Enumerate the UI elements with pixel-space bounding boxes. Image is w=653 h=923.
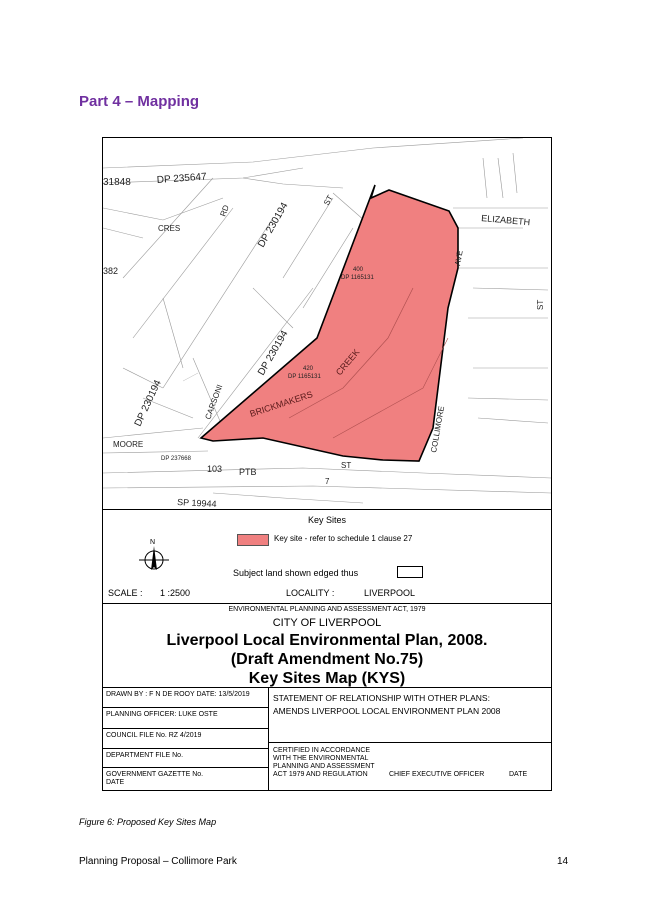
lot-7-label: 7 xyxy=(325,477,330,486)
elizabeth-label: ELIZABETH xyxy=(481,213,531,227)
certified-line-4: ACT 1979 AND REGULATION xyxy=(273,771,368,778)
locality-value: LIVERPOOL xyxy=(364,588,416,598)
key-site-area xyxy=(199,184,459,462)
key-title: Key Sites xyxy=(307,515,347,525)
dp1165131-label-a: DP 1165131 xyxy=(341,275,374,281)
dp1165131-label-b: DP 1165131 xyxy=(288,374,321,380)
map-drawing: 31848 DP 235647 382 CRES RD DP 230194 DP… xyxy=(103,138,551,509)
statement-line-1: STATEMENT OF RELATIONSHIP WITH OTHER PLA… xyxy=(273,693,490,703)
certification-block: CERTIFIED IN ACCORDANCE WITH THE ENVIRON… xyxy=(273,747,375,779)
drawn-by-cell: DRAWN BY : F N DE ROOY DATE: 13/5/2019 xyxy=(103,688,268,708)
subject-land-label: Subject land shown edged thus xyxy=(233,568,359,578)
ptb-label: PTB xyxy=(239,467,257,477)
gazette-line-1: GOVERNMENT GAZETTE No. xyxy=(106,771,204,778)
plan-title: Liverpool Local Environmental Plan, 2008… xyxy=(166,632,488,649)
row-divider xyxy=(268,742,551,743)
key-site-swatch-label: Key site - refer to schedule 1 clause 27 xyxy=(274,534,413,543)
dp230194-label-a: DP 230194 xyxy=(256,200,291,249)
certified-line-3: PLANNING AND ASSESSMENT xyxy=(273,763,375,770)
section-heading: Part 4 – Mapping xyxy=(79,93,200,110)
key-site-swatch xyxy=(237,534,269,546)
lot-400-label: 400 xyxy=(353,267,364,273)
certified-line-1: CERTIFIED IN ACCORDANCE xyxy=(273,747,371,754)
details-table: DRAWN BY : F N DE ROOY DATE: 13/5/2019 P… xyxy=(103,687,551,791)
lot-103-label: 103 xyxy=(207,464,222,474)
dp230194-label-c: DP 230194 xyxy=(133,378,164,428)
subject-land-symbol xyxy=(397,566,423,578)
map-name: Key Sites Map (KYS) xyxy=(248,670,406,687)
street-label-st-3: ST xyxy=(341,461,351,470)
cadastral-map: 31848 DP 235647 382 CRES RD DP 230194 DP… xyxy=(103,138,551,509)
footer-title: Planning Proposal – Collimore Park xyxy=(79,856,237,867)
certified-line-2: WITH THE ENVIRONMENTAL xyxy=(273,755,369,762)
figure-caption: Figure 6: Proposed Key Sites Map xyxy=(79,817,217,827)
street-label-st-2: ST xyxy=(536,300,545,310)
amendment-title: (Draft Amendment No.75) xyxy=(230,651,424,668)
cres-label: CRES xyxy=(158,224,180,233)
street-label-st-1: ST xyxy=(322,194,335,207)
scale-label: SCALE : xyxy=(108,588,143,598)
north-arrow-icon: N xyxy=(137,536,171,581)
city-line: CITY OF LIVERPOOL xyxy=(272,617,382,629)
planning-officer-cell: PLANNING OFFICER: LUKE OSTE xyxy=(103,708,268,729)
key-panel: Key Sites Key site - refer to schedule 1… xyxy=(103,509,551,604)
page-number: 14 xyxy=(557,856,569,867)
ceo-label: CHIEF EXECUTIVE OFFICER xyxy=(389,771,485,778)
gazette-line-2: DATE xyxy=(106,779,125,786)
map-sheet: 31848 DP 235647 382 CRES RD DP 230194 DP… xyxy=(102,137,552,791)
sp19944-label: SP 19944 xyxy=(177,497,217,509)
dp237668-label: DP 237668 xyxy=(161,456,192,462)
scale-value: 1 :2500 xyxy=(160,588,191,598)
rd-label: RD xyxy=(218,204,230,218)
moore-label: MOORE xyxy=(113,440,143,449)
lot-382-label: 382 xyxy=(103,266,118,276)
statement-block: STATEMENT OF RELATIONSHIP WITH OTHER PLA… xyxy=(273,692,500,718)
gazette-cell: GOVERNMENT GAZETTE No. DATE xyxy=(103,768,268,791)
ave-label: AVE xyxy=(453,250,465,267)
department-file-cell: DEPARTMENT FILE No. xyxy=(103,749,268,768)
dp235647-label: DP 235647 xyxy=(156,172,207,186)
title-block: ENVIRONMENTAL PLANNING AND ASSESSMENT AC… xyxy=(103,603,551,688)
statement-line-2: AMENDS LIVERPOOL LOCAL ENVIRONMENT PLAN … xyxy=(273,706,501,716)
column-divider xyxy=(268,688,269,791)
north-letter: N xyxy=(150,539,155,546)
lot-31848-label: 31848 xyxy=(103,177,131,188)
locality-label: LOCALITY : xyxy=(286,588,335,598)
date-label: DATE xyxy=(509,771,528,778)
act-line: ENVIRONMENTAL PLANNING AND ASSESSMENT AC… xyxy=(228,606,426,613)
lot-420-label: 420 xyxy=(303,366,314,372)
council-file-cell: COUNCIL FILE No. RZ 4/2019 xyxy=(103,729,268,749)
